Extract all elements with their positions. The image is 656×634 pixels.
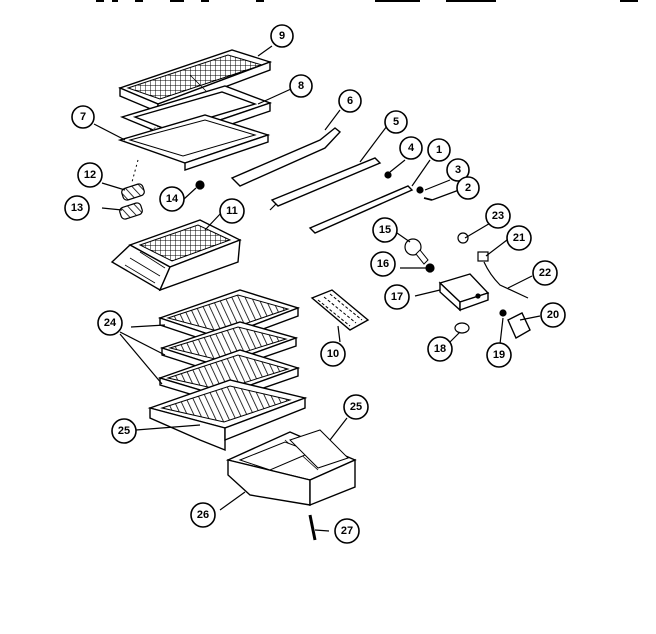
svg-text:16: 16 — [377, 258, 389, 270]
part-24-shelves — [157, 289, 301, 404]
callout-9: 9 — [270, 24, 294, 48]
svg-text:18: 18 — [434, 343, 446, 355]
svg-text:25: 25 — [118, 425, 130, 437]
callout-2: 2 — [456, 176, 480, 200]
svg-text:3: 3 — [455, 164, 461, 176]
svg-text:13: 13 — [71, 202, 83, 214]
callout-14: 14 — [159, 186, 185, 212]
svg-text:10: 10 — [327, 348, 339, 360]
callout-27: 27 — [334, 518, 360, 544]
callout-13: 13 — [64, 195, 90, 221]
svg-text:5: 5 — [393, 116, 399, 128]
callout-23: 23 — [485, 203, 511, 229]
svg-text:9: 9 — [279, 30, 285, 42]
callout-25-right: 25 — [343, 394, 369, 420]
svg-text:1: 1 — [436, 144, 442, 156]
svg-text:21: 21 — [513, 232, 525, 244]
callout-10: 10 — [320, 341, 346, 367]
callout-18: 18 — [427, 336, 453, 362]
svg-text:8: 8 — [298, 80, 304, 92]
part-14-nut — [195, 180, 205, 190]
part-26-drawers — [225, 429, 357, 507]
part-27-rod — [308, 514, 317, 541]
parts-12-13 — [119, 183, 145, 220]
part-5-rail — [269, 157, 382, 211]
svg-text:11: 11 — [226, 205, 238, 217]
svg-text:12: 12 — [84, 169, 96, 181]
callout-11: 11 — [219, 198, 245, 224]
callout-1: 1 — [427, 138, 451, 162]
part-11-shelf — [110, 219, 242, 292]
callout-6: 6 — [338, 89, 362, 113]
callout-3: 3 — [446, 158, 470, 182]
callout-17: 17 — [384, 284, 410, 310]
callout-12: 12 — [77, 162, 103, 188]
callout-5: 5 — [384, 110, 408, 134]
callout-16: 16 — [370, 251, 396, 277]
callout-24: 24 — [97, 310, 123, 336]
leader-lines — [93, 45, 541, 532]
callout-15: 15 — [372, 217, 398, 243]
callout-26: 26 — [190, 502, 216, 528]
light-assembly-parts — [404, 232, 531, 339]
callout-20: 20 — [540, 302, 566, 328]
svg-text:26: 26 — [197, 509, 209, 521]
svg-text:22: 22 — [539, 267, 551, 279]
svg-text:27: 27 — [341, 525, 353, 537]
svg-text:17: 17 — [391, 291, 403, 303]
svg-text:4: 4 — [408, 142, 415, 154]
svg-text:14: 14 — [166, 193, 179, 205]
svg-text:7: 7 — [80, 111, 86, 123]
callout-21: 21 — [506, 225, 532, 251]
svg-text:24: 24 — [104, 317, 117, 329]
svg-text:2: 2 — [465, 182, 471, 194]
svg-text:23: 23 — [492, 210, 504, 222]
part-25-cover — [147, 379, 308, 452]
callout-8: 8 — [289, 74, 313, 98]
svg-text:6: 6 — [347, 95, 353, 107]
callout-7: 7 — [71, 105, 95, 129]
top-edge-marks — [96, 0, 638, 2]
part-1-rail — [308, 185, 414, 234]
part-6-bar — [230, 127, 342, 187]
part-9-shelf — [118, 49, 273, 114]
callout-19: 19 — [486, 342, 512, 368]
part-10-ice-tray — [310, 289, 370, 331]
svg-text:15: 15 — [379, 224, 391, 236]
small-hardware — [384, 171, 433, 201]
svg-text:20: 20 — [547, 309, 559, 321]
callout-22: 22 — [532, 260, 558, 286]
svg-text:25: 25 — [350, 401, 362, 413]
callout-4: 4 — [399, 136, 423, 160]
callout-25-left: 25 — [111, 418, 137, 444]
part-7-frame — [117, 114, 271, 183]
callouts: 9 8 7 6 5 4 1 3 2 12 13 14 11 15 23 21 1… — [64, 24, 566, 544]
svg-text:19: 19 — [493, 349, 505, 361]
